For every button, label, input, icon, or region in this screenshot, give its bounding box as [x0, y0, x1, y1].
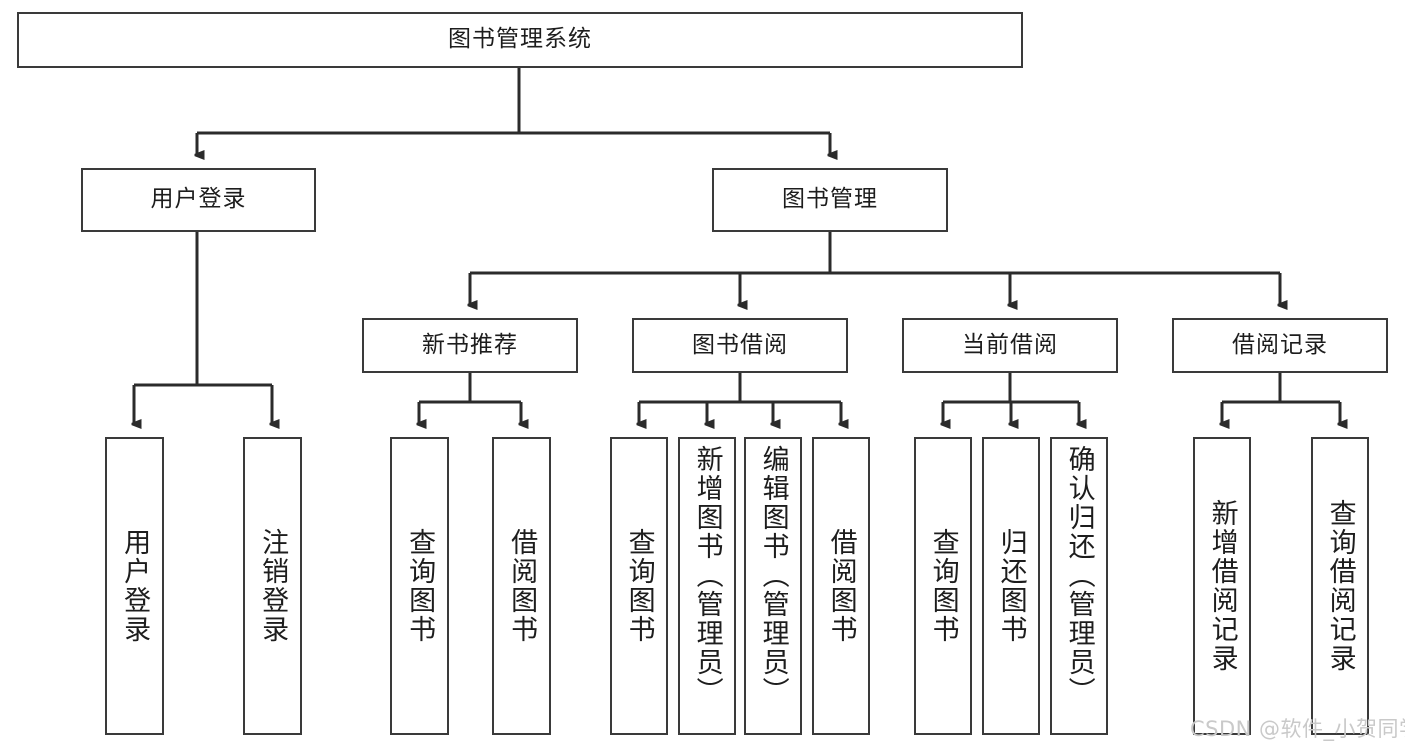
- node-label: 查询图书: [404, 528, 436, 644]
- node-label: 借阅图书: [506, 528, 538, 644]
- node-label: 归还图书: [995, 528, 1027, 644]
- node-label: 当前借阅: [962, 331, 1058, 358]
- leaf-confirm-return-admin[interactable]: 确认归还（管理员）: [1050, 437, 1108, 735]
- node-label: 确认归还（管理员）: [1063, 445, 1095, 706]
- node-label: 查询图书: [927, 528, 959, 644]
- node-label: 新增图书（管理员）: [691, 445, 723, 706]
- node-label: 用户登录: [119, 528, 151, 644]
- node-new-book-recommend[interactable]: 新书推荐: [362, 318, 578, 373]
- node-root-book-management-system[interactable]: 图书管理系统: [17, 12, 1023, 68]
- node-label: 查询图书: [623, 528, 655, 644]
- node-label: 查询借阅记录: [1324, 499, 1356, 673]
- leaf-borrow-book-recommend[interactable]: 借阅图书: [492, 437, 551, 735]
- node-label: 新增借阅记录: [1206, 499, 1238, 673]
- node-borrow-record[interactable]: 借阅记录: [1172, 318, 1388, 373]
- leaf-add-borrow-record[interactable]: 新增借阅记录: [1193, 437, 1251, 735]
- node-label: 用户登录: [150, 186, 247, 213]
- leaf-borrow-book-borrow[interactable]: 借阅图书: [812, 437, 870, 735]
- node-label: 图书管理: [782, 186, 878, 213]
- csdn-watermark: CSDN @软件_小贺同学: [1190, 717, 1405, 741]
- leaf-query-book-borrow[interactable]: 查询图书: [610, 437, 668, 735]
- node-book-management[interactable]: 图书管理: [712, 168, 948, 232]
- leaf-query-borrow-record[interactable]: 查询借阅记录: [1311, 437, 1369, 735]
- node-label: 借阅图书: [825, 528, 857, 644]
- node-user-login[interactable]: 用户登录: [81, 168, 316, 232]
- node-label: 图书借阅: [692, 331, 788, 358]
- node-book-borrow[interactable]: 图书借阅: [632, 318, 848, 373]
- node-label: 借阅记录: [1232, 331, 1328, 358]
- leaf-edit-book-admin[interactable]: 编辑图书（管理员）: [744, 437, 802, 735]
- node-label: 编辑图书（管理员）: [757, 445, 789, 706]
- leaf-query-book-current[interactable]: 查询图书: [914, 437, 972, 735]
- leaf-add-book-admin[interactable]: 新增图书（管理员）: [678, 437, 736, 735]
- leaf-query-book-recommend[interactable]: 查询图书: [390, 437, 449, 735]
- node-current-borrow[interactable]: 当前借阅: [902, 318, 1118, 373]
- leaf-logout-login[interactable]: 注销登录: [243, 437, 302, 735]
- node-label: 图书管理系统: [448, 26, 592, 53]
- leaf-user-login[interactable]: 用户登录: [105, 437, 164, 735]
- leaf-return-book[interactable]: 归还图书: [982, 437, 1040, 735]
- node-label: 新书推荐: [422, 331, 518, 358]
- node-label: 注销登录: [257, 528, 289, 644]
